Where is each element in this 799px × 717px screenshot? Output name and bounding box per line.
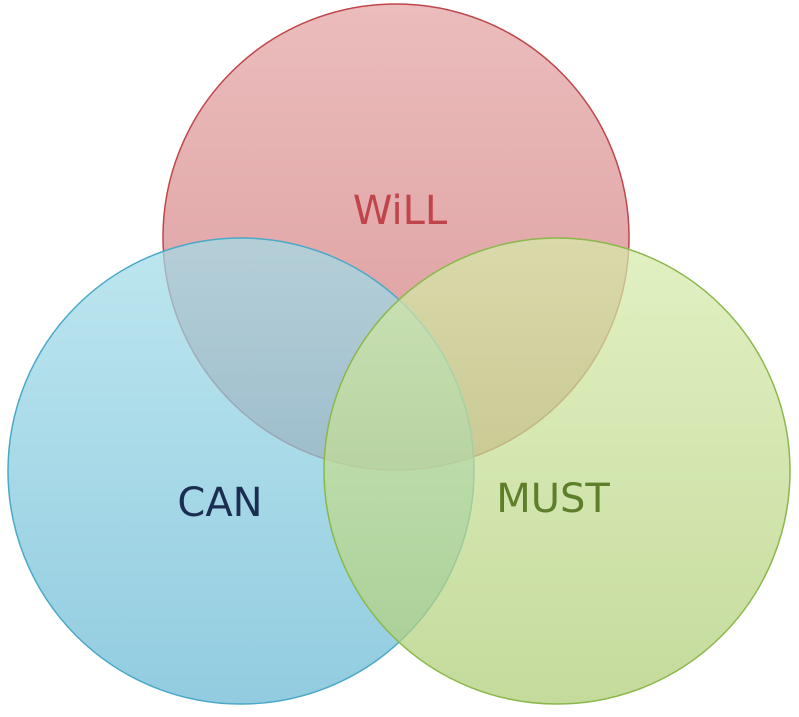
can-label: CAN [177,480,262,526]
must-circle [323,237,791,705]
must-label: MUST [496,476,610,522]
will-label: WiLL [353,188,448,234]
